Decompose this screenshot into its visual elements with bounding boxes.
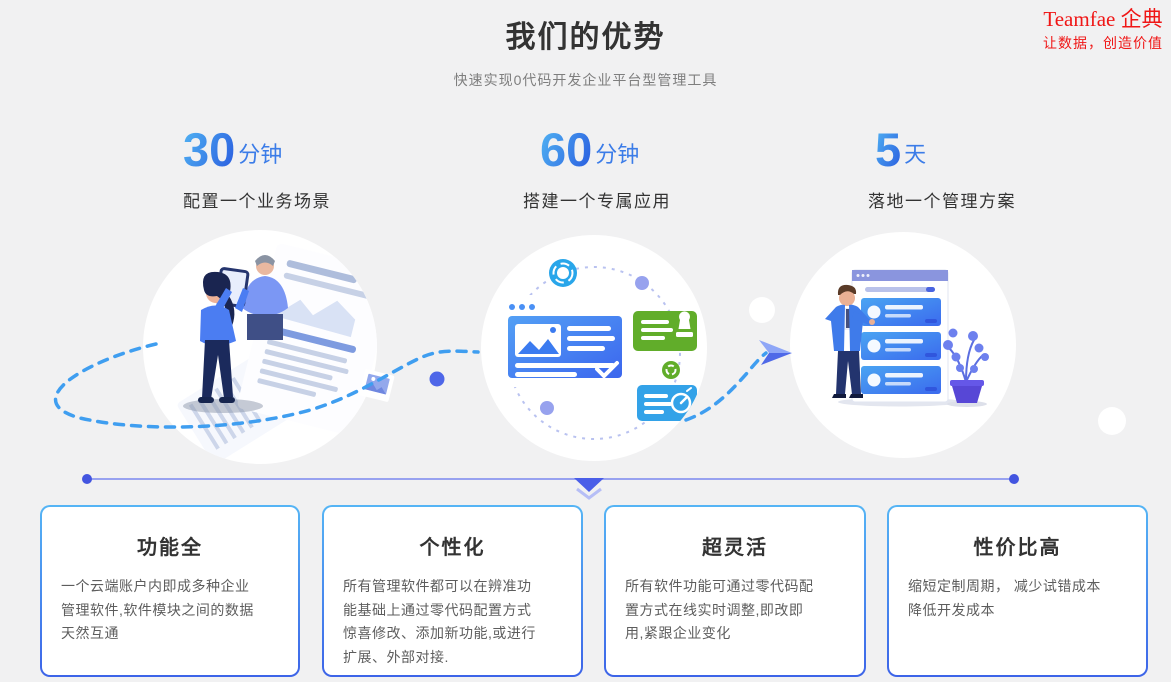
deco-circle: [749, 297, 775, 323]
card-body: 所有软件功能可通过零代码配 置方式在线实时调整,即改即 用,紧跟企业变化: [625, 578, 814, 642]
image-placeholder-icon: [518, 339, 559, 354]
advantage-card-flexibility: 超灵活 所有软件功能可通过零代码配 置方式在线实时调整,即改即 用,紧跟企业变化: [604, 505, 866, 677]
stat-value: 30: [183, 123, 236, 176]
deco-circle: [1098, 407, 1126, 435]
card-body: 一个云端账户内即成多种企业 管理软件,软件模块之间的数据 天然互通: [61, 578, 254, 642]
stat-unit: 分钟: [595, 142, 640, 167]
card-title: 超灵活: [702, 537, 768, 559]
illustration-circle-management: [790, 232, 1016, 458]
list-row: [861, 332, 941, 360]
card-body: 所有管理软件都可以在辨准功 能基础上通过零代码配置方式 惊喜修改、添加新功能,或…: [343, 578, 536, 665]
admin-panel-illustration: [825, 269, 989, 407]
advantage-card-features: 功能全 一个云端账户内即成多种企业 管理软件,软件模块之间的数据 天然互通: [40, 505, 300, 677]
orbit-dot: [540, 401, 554, 415]
brand-name: Teamfae 企典: [1043, 7, 1163, 31]
card-title: 个性化: [419, 537, 486, 559]
list-row: [861, 366, 941, 394]
sync-badge-icon: [662, 361, 680, 379]
checkmark-icon: [595, 361, 619, 379]
timeline-divider: [82, 474, 1019, 500]
paper-plane-icon: [759, 340, 792, 365]
stat-caption: 配置一个业务场景: [183, 192, 331, 211]
page-subtitle: 快速实现0代码开发企业平台型管理工具: [453, 72, 718, 88]
brand-watermark: Teamfae 企典 让数据，创造价值: [1043, 6, 1163, 53]
brand-slogan: 让数据，创造价值: [1043, 35, 1163, 52]
stat-value: 5: [875, 123, 902, 176]
stat-unit: 分钟: [238, 142, 283, 167]
orbit-dot: [635, 276, 649, 290]
stat-caption: 落地一个管理方案: [868, 192, 1016, 211]
browser-globe-icon: [549, 259, 577, 287]
orbit-dashed-circle: [507, 266, 681, 440]
app-builder-illustration: [499, 259, 697, 440]
advantage-card-cost: 性价比高 缩短定制周期， 减少试错成本 降低开发成本: [887, 505, 1148, 677]
connector-dot: [429, 371, 445, 387]
browser-window-icon: [499, 295, 631, 387]
card-title: 功能全: [137, 537, 203, 559]
stat-value: 60: [540, 123, 593, 176]
card-body: 缩短定制周期， 减少试错成本 降低开发成本: [908, 578, 1101, 618]
triangle-down-icon: [574, 478, 604, 492]
team-documents-illustration: [177, 243, 377, 464]
list-row: [861, 298, 941, 326]
stat-deliver-solution: 5 天 落地一个管理方案: [868, 126, 1016, 212]
stat-unit: 天: [904, 142, 927, 167]
plant-icon: [943, 328, 989, 407]
stat-build-app: 60 分钟 搭建一个专属应用: [523, 126, 671, 212]
stamp-badge-icon: [633, 311, 697, 351]
page-title: 我们的优势: [505, 21, 666, 54]
person-figure-man: [242, 255, 288, 340]
gauge-badge-icon: [637, 385, 697, 421]
advantage-card-personalization: 个性化 所有管理软件都可以在辨准功 能基础上通过零代码配置方式 惊喜修改、添加新…: [322, 505, 583, 677]
divider-dot: [1009, 474, 1019, 484]
illustration-circle-documents: [143, 230, 377, 464]
illustration-circle-builder: [481, 235, 707, 461]
stat-caption: 搭建一个专属应用: [523, 192, 671, 211]
stat-configure-scene: 30 分钟 配置一个业务场景: [183, 126, 331, 212]
chevron-down-icon: [576, 487, 602, 500]
divider-dot: [82, 474, 92, 484]
card-title: 性价比高: [973, 537, 1062, 559]
person-figure-presenter: [825, 284, 875, 398]
list-panel-icon: [851, 269, 949, 403]
